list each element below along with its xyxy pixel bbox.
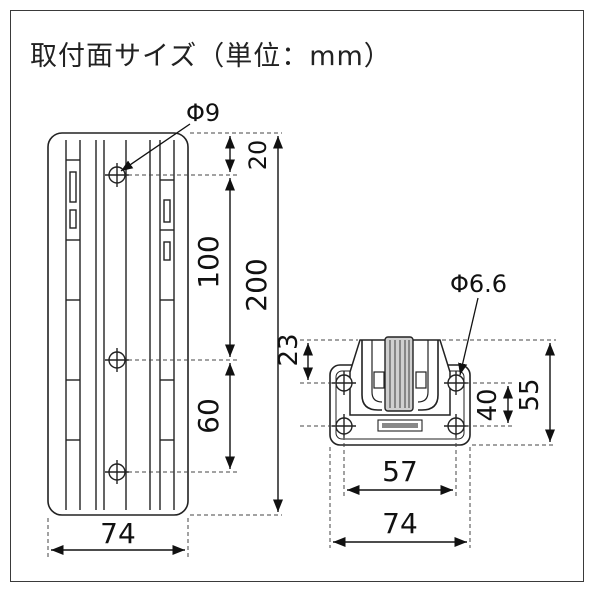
right-extension-lines (300, 339, 556, 548)
left-dim-bottom: 60 (192, 398, 225, 434)
right-dim-width: 74 (382, 507, 418, 540)
right-dim-pitch: 57 (382, 455, 418, 488)
left-extension-lines (47, 132, 282, 560)
right-dim-outer-height: 55 (515, 378, 545, 411)
left-dim-width: 74 (100, 517, 136, 550)
left-mounting-holes (105, 163, 129, 484)
left-plate-rails (65, 140, 175, 510)
right-hook-right-outer (417, 340, 429, 403)
left-dim-pitch: 100 (192, 235, 225, 288)
left-dim-total: 200 (240, 258, 273, 311)
left-dim-top: 20 (244, 140, 272, 171)
right-mounting-holes (332, 371, 468, 438)
right-dimension-lines (302, 343, 556, 548)
right-dim-top: 23 (274, 333, 304, 366)
left-plate-outline (47, 132, 189, 516)
right-center-knob (384, 336, 414, 412)
right-dim-inner-height: 40 (473, 388, 503, 421)
right-bracket-view: Φ6.6 23 40 55 57 74 (274, 270, 556, 548)
left-hole-label: Φ9 (186, 99, 220, 127)
diagram-title: 取付面サイズ（単位：mm） (30, 41, 392, 72)
left-hole-leader (120, 123, 191, 172)
right-hook-left-outer (371, 340, 383, 403)
right-hook-left (361, 340, 382, 411)
right-hole-leader (458, 297, 479, 376)
left-dimension-lines (51, 136, 284, 556)
right-hook-right (418, 340, 439, 411)
left-plate-view: Φ9 20 100 200 60 74 (47, 99, 284, 560)
right-hole-label: Φ6.6 (450, 270, 507, 298)
